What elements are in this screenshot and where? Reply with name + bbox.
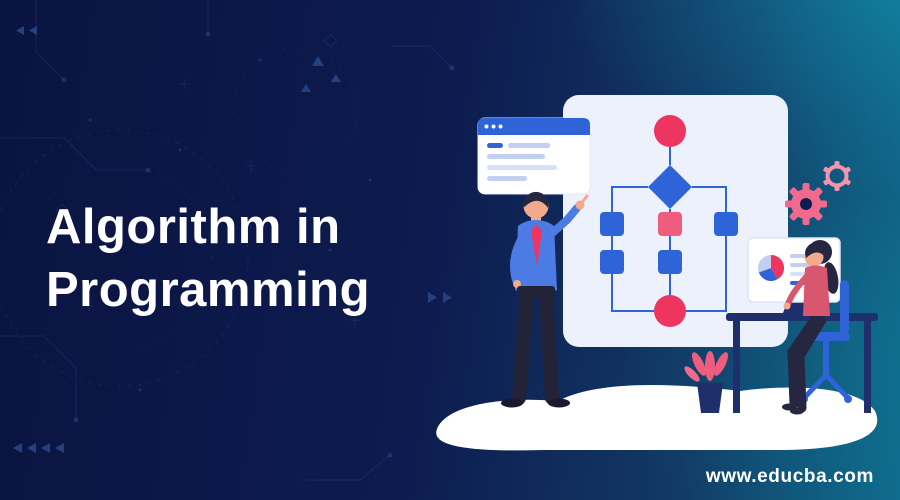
tie	[531, 224, 542, 266]
browser-window-icon	[477, 117, 591, 195]
whiteboard	[563, 95, 788, 347]
page-title: Algorithm in Programming	[46, 196, 370, 322]
flowchart-end-node	[654, 295, 686, 327]
plant	[684, 351, 728, 413]
gears-icon	[785, 161, 851, 225]
desk	[726, 313, 878, 413]
seated-woman	[782, 240, 839, 415]
flowchart-process-node	[658, 212, 682, 236]
website-url: www.educba.com	[705, 466, 874, 487]
presenter-man	[501, 191, 589, 408]
browser-window-dots	[484, 124, 503, 129]
pie-chart-icon	[758, 254, 785, 282]
flowchart-process-node	[658, 250, 682, 274]
flowchart-start-node	[654, 115, 686, 147]
flowchart-connectors	[611, 147, 727, 312]
flowchart-process-node	[600, 212, 624, 236]
ground-blob	[436, 384, 878, 451]
flowchart-process-node	[600, 250, 624, 274]
title-line-2: Programming	[46, 263, 371, 317]
flowchart-decision-node	[648, 165, 692, 209]
flowchart-diagram	[600, 115, 738, 327]
monitor-pie-chart	[747, 237, 841, 313]
flowchart-process-node	[714, 212, 738, 236]
title-line-1: Algorithm in	[46, 200, 341, 254]
office-chair	[800, 280, 852, 403]
